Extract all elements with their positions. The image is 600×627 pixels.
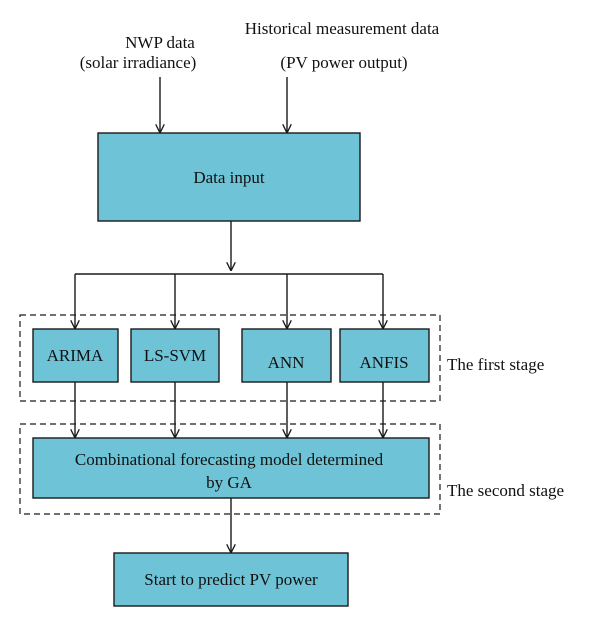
lssvm-label: LS-SVM: [144, 346, 206, 365]
first-stage-label: The first stage: [447, 355, 544, 374]
anfis-box: [339, 328, 430, 383]
historical-label-line2: (PV power output): [280, 53, 407, 72]
combination-label-line1: Combinational forecasting model determin…: [75, 450, 384, 469]
first-stage-boundary: [19, 314, 441, 402]
combination-label-line2: by GA: [206, 473, 253, 492]
data-input-label: Data input: [193, 168, 265, 187]
ann-label: ANN: [268, 353, 305, 372]
historical-label-line1: Historical measurement data: [245, 19, 440, 38]
data-input-box: [97, 132, 361, 222]
predict-box: [113, 552, 349, 607]
second-stage-boundary: [19, 423, 441, 515]
predict-label: Start to predict PV power: [144, 570, 318, 589]
combination-box: [32, 437, 430, 499]
second-stage-label: The second stage: [447, 481, 564, 500]
anfis-label: ANFIS: [359, 353, 408, 372]
nwp-label-line1: NWP data: [125, 33, 195, 52]
nwp-label-line2: (solar irradiance): [80, 53, 197, 72]
arima-label: ARIMA: [47, 346, 104, 365]
